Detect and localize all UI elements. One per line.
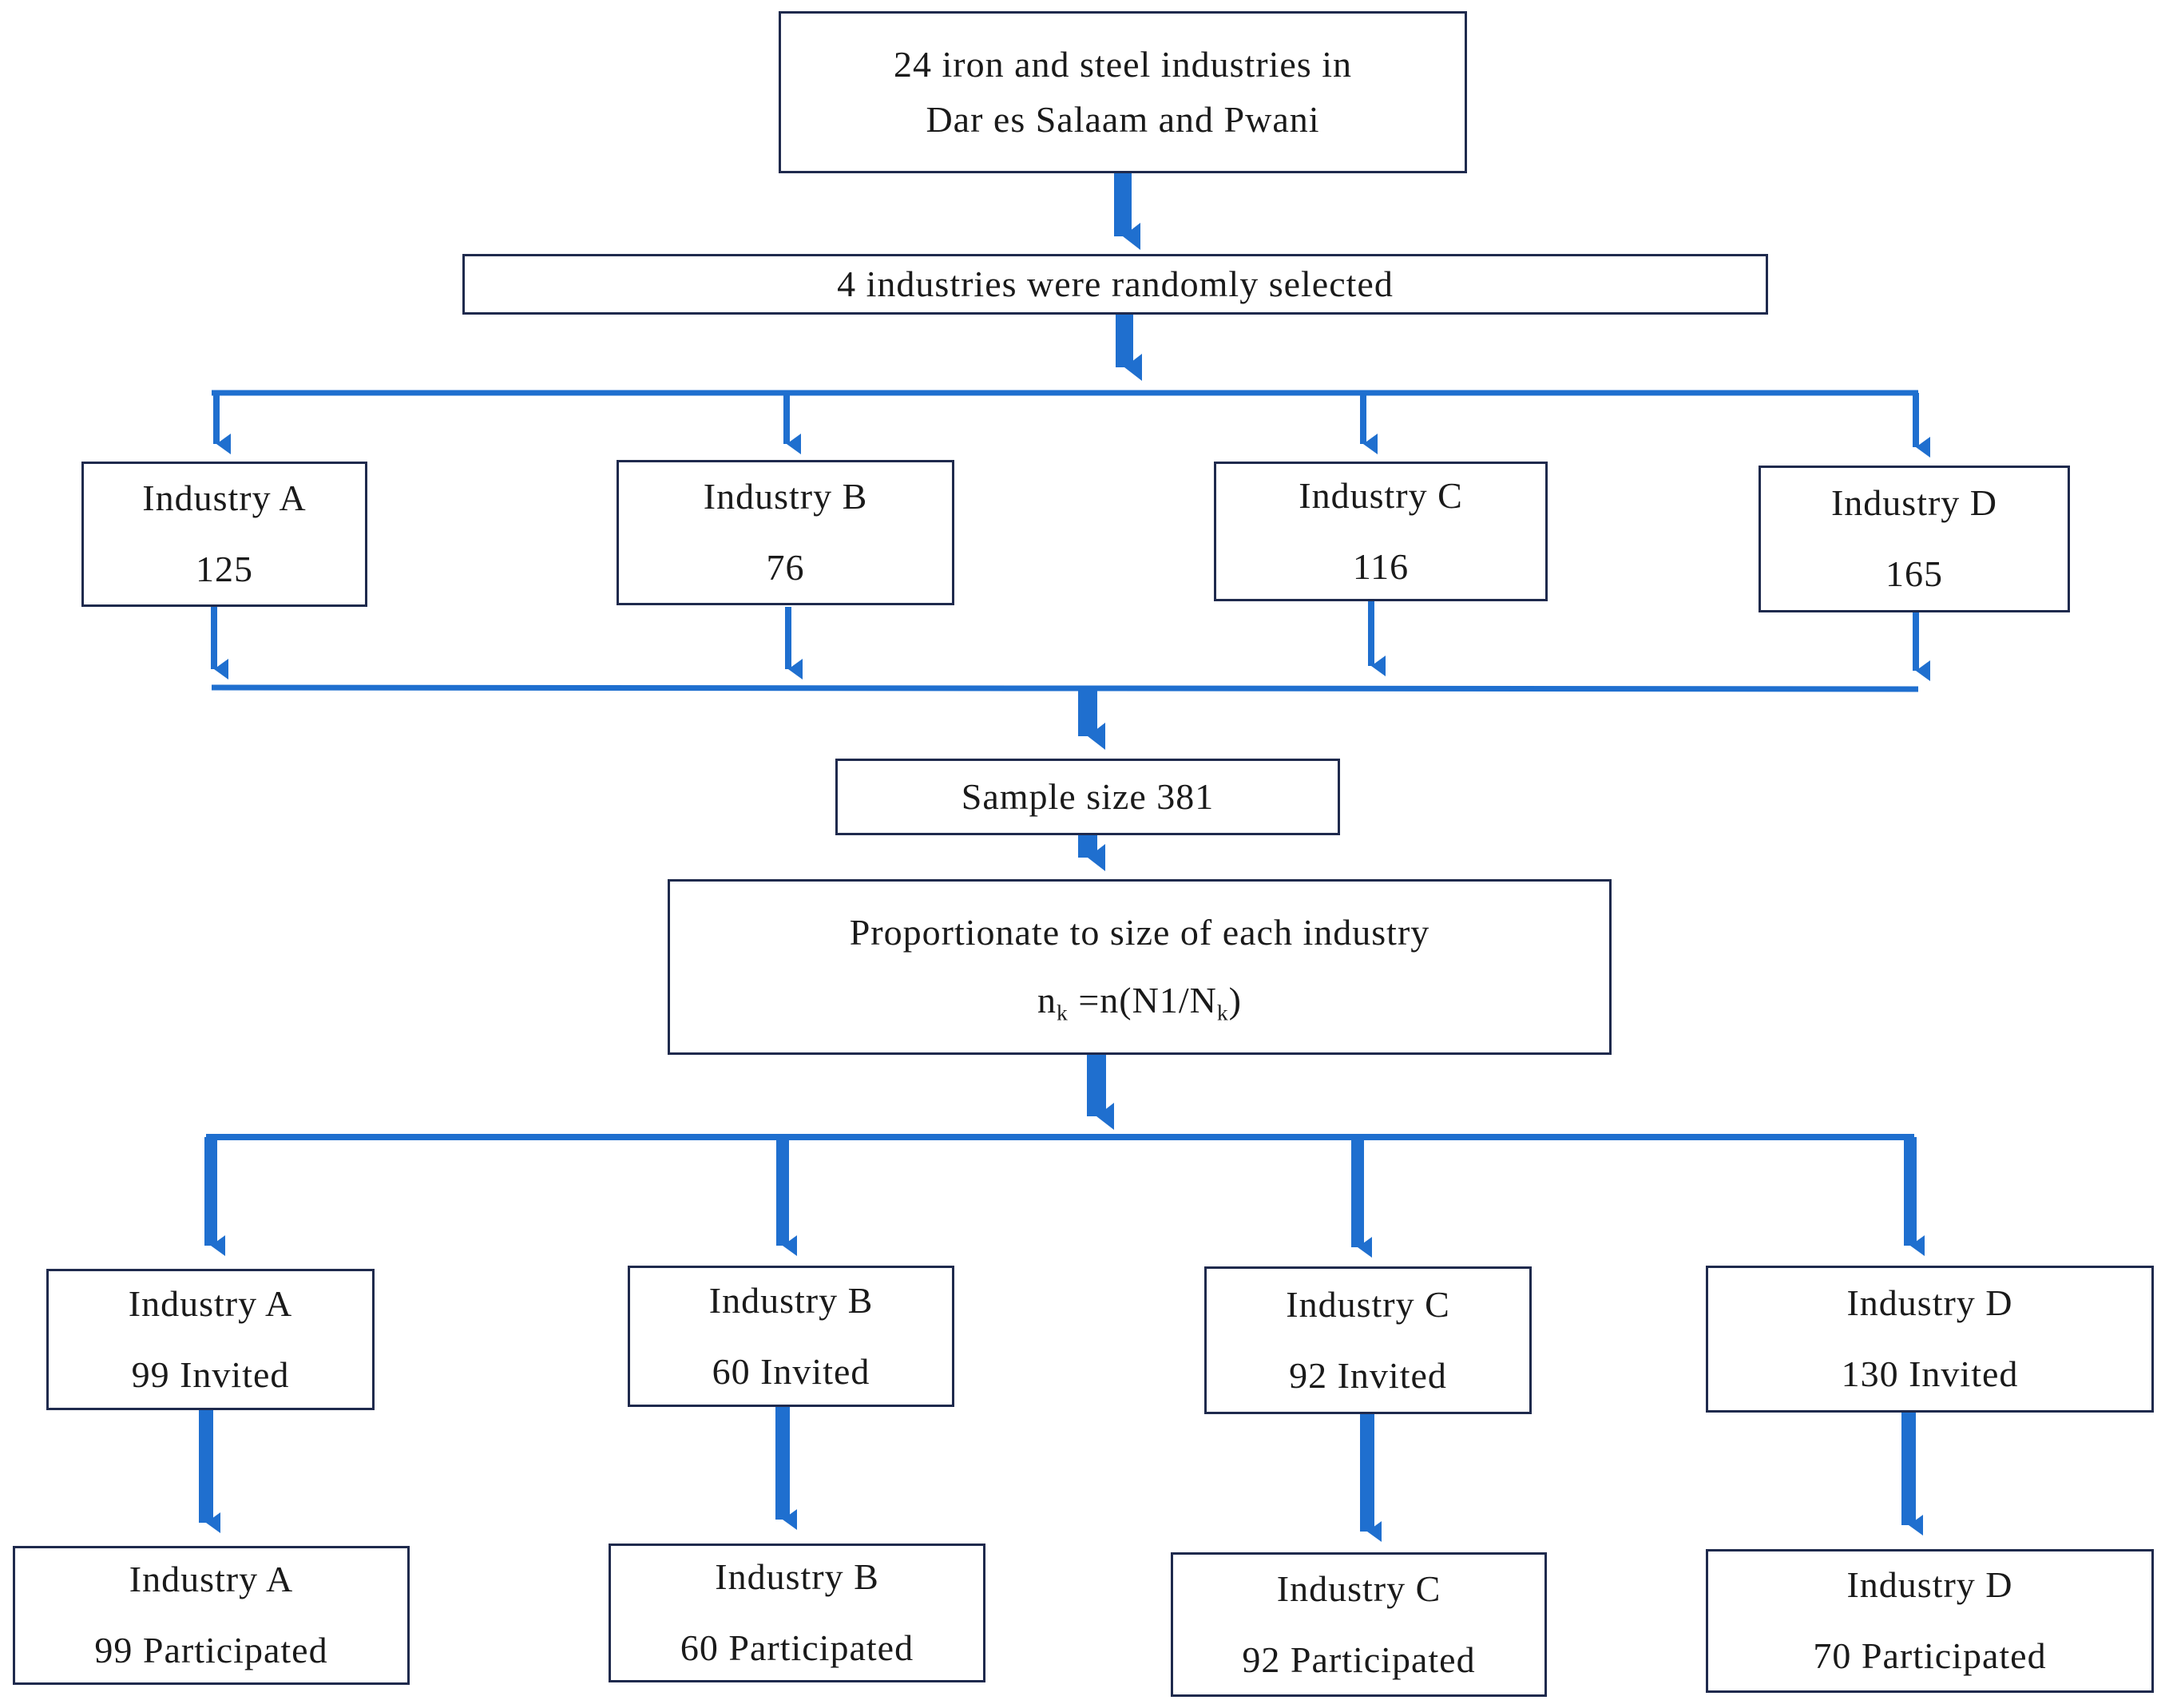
invited-d-box: Industry D 130 Invited (1706, 1266, 2154, 1413)
industry-c-box: Industry C 116 (1214, 462, 1548, 601)
industry-c-count: 116 (1352, 545, 1410, 587)
invited-d-count: 130 Invited (1841, 1353, 2019, 1394)
industry-d-box: Industry D 165 (1759, 466, 2070, 612)
participated-d-box: Industry D 70 Participated (1706, 1549, 2154, 1693)
sample-size-label: Sample size 381 (961, 775, 1215, 817)
invited-a-name: Industry A (128, 1282, 293, 1324)
participated-c-name: Industry C (1276, 1567, 1441, 1609)
participated-a-name: Industry A (129, 1559, 294, 1600)
invited-d-name: Industry D (1846, 1282, 2013, 1324)
population-line-1: 24 iron and steel industries in (894, 44, 1352, 85)
industry-d-name: Industry D (1830, 482, 1998, 524)
invited-b-count: 60 Invited (712, 1350, 870, 1392)
participated-d-count: 70 Participated (1813, 1635, 2047, 1676)
formula-lhs: n (1037, 980, 1057, 1020)
participated-b-box: Industry B 60 Participated (609, 1544, 985, 1682)
industry-a-count: 125 (196, 549, 253, 589)
participated-d-name: Industry D (1846, 1564, 2013, 1606)
participated-b-count: 60 Participated (680, 1627, 914, 1668)
proportion-box: Proportionate to size of each industry n… (668, 879, 1612, 1055)
participated-a-box: Industry A 99 Participated (13, 1546, 410, 1685)
random-selection-box: 4 industries were randomly selected (462, 254, 1768, 315)
invited-a-count: 99 Invited (131, 1353, 290, 1395)
proportion-label: Proportionate to size of each industry (849, 912, 1430, 953)
invited-c-box: Industry C 92 Invited (1204, 1266, 1532, 1414)
invited-c-count: 92 Invited (1289, 1354, 1447, 1396)
invited-c-name: Industry C (1286, 1283, 1450, 1325)
bus-join (211, 684, 1919, 692)
random-selection-label: 4 industries were randomly selected (837, 263, 1394, 304)
industry-b-count: 76 (766, 547, 805, 588)
formula-rhs-sub: k (1216, 1000, 1229, 1025)
population-box: 24 iron and steel industries in Dar es S… (779, 11, 1467, 173)
invited-a-box: Industry A 99 Invited (46, 1269, 375, 1410)
population-line-2: Dar es Salaam and Pwani (926, 98, 1320, 140)
invited-b-name: Industry B (708, 1279, 874, 1321)
industry-c-name: Industry C (1299, 474, 1463, 516)
industry-b-name: Industry B (703, 476, 868, 517)
formula-close: ) (1228, 980, 1242, 1020)
participated-c-count: 92 Participated (1242, 1639, 1476, 1680)
industry-a-box: Industry A 125 (81, 462, 367, 607)
formula-lhs-sub: k (1057, 1000, 1069, 1025)
industry-a-name: Industry A (142, 478, 307, 519)
industry-b-box: Industry B 76 (617, 460, 954, 605)
participated-c-box: Industry C 92 Participated (1171, 1552, 1547, 1697)
formula-eq: =n(N1/N (1068, 980, 1217, 1020)
industry-d-count: 165 (1885, 553, 1943, 594)
sample-size-box: Sample size 381 (835, 759, 1340, 835)
participated-a-count: 99 Participated (94, 1630, 328, 1670)
invited-b-box: Industry B 60 Invited (628, 1266, 954, 1407)
participated-b-name: Industry B (715, 1556, 879, 1598)
proportion-formula: nk =n(N1/Nk) (1037, 974, 1242, 1028)
